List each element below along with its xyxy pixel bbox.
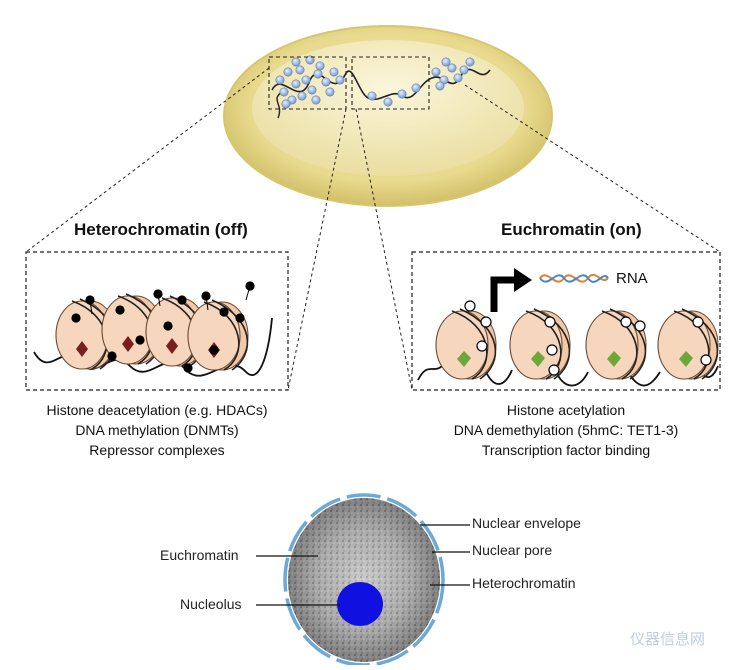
methyl-group [177,295,187,305]
nucleosome-bead [465,57,475,67]
methyl-group [163,321,173,331]
nucleosome [187,299,249,371]
label-nuclear-envelope: Nuclear envelope [472,515,581,531]
euchromatin-panel [411,251,721,391]
watermark: 仪器信息网 [630,631,706,648]
nucleosome-bead [435,81,445,91]
transcription-arrow [490,276,516,312]
nucleosome [145,295,207,367]
acetyl-group [476,340,488,352]
nucleosome-bead [325,87,335,97]
label-nucleolus: Nucleolus [180,596,242,612]
euchromatin-item: Transcription factor binding [481,442,651,458]
projection-lines [25,67,721,391]
label-heterochromatin: Heterochromatin [472,575,576,591]
heterochromatin-item: Histone deacetylation (e.g. HDACs) [46,402,268,418]
methylation-mark [166,338,178,354]
methyl-group [219,307,229,317]
nucleosome-bead [291,57,301,67]
nucleosome [509,308,571,380]
acetyl-group [548,364,560,376]
acetyl-group [692,316,704,328]
nucleosome-bead [383,97,393,107]
nucleosome-bead [411,83,421,93]
nucleosome [435,308,497,380]
transcription-arrowhead [514,268,532,292]
euchromatin-title: Euchromatin (on) [501,220,642,239]
nucleosome-bead [279,87,289,97]
methyl-group [135,335,145,345]
nucleosome [657,308,719,380]
nucleosome-bead [315,61,325,71]
acetyl-group [544,316,556,328]
methylation-mark [76,341,88,357]
nucleosome-bead [297,91,307,101]
nucleosome-bead [295,65,305,75]
acetylation-mark [679,351,693,367]
heterochromatin-panel [25,251,289,391]
acetyl-group [620,316,632,328]
methyl-group [115,305,125,315]
methyl-group [183,363,193,373]
acetyl-group [700,354,712,366]
nucleosome-bead [283,67,293,77]
chromatin-fiber [271,55,491,119]
rna-label: RNA [616,270,648,287]
nucleosome-bead [321,77,331,87]
acetyl-group [464,300,476,312]
nucleosome-bead [441,57,451,67]
nucleosome-bead [311,95,321,105]
acetylation-mark [607,351,621,367]
acetyl-group [546,344,558,356]
nucleosome-bead [335,75,345,85]
nucleosome-bead [447,63,457,73]
nucleosome-bead [313,69,323,79]
acetyl-group [480,316,492,328]
nucleosome-bead [453,73,463,83]
heterochromatin-item: DNA methylation (DNMTs) [75,422,239,438]
methyl-group [209,345,219,355]
nucleosome-bead [329,67,339,77]
acetylation-mark [457,351,471,367]
euchromatin-item: Histone acetylation [506,402,626,418]
nucleus-illustration [256,493,470,667]
heterochromatin-title: Heterochromatin (off) [74,220,248,239]
nucleosome-bead [459,65,469,75]
methyl-group [235,313,245,323]
nucleosome [585,308,647,380]
nucleosome-bead [281,99,291,109]
euchromatin-item: DNA demethylation (5hmC: TET1-3) [453,422,679,438]
methyl-group [107,351,117,361]
nucleosome-bead [397,89,407,99]
heterochromatin-list: Histone deacetylation (e.g. HDACs) DNA m… [26,400,288,460]
methylation-mark [122,336,134,352]
nucleosome-bead [291,79,301,89]
zoom-box-euchromatin [351,56,430,110]
nucleosome-bead [307,85,317,95]
heterochromatin-item: Repressor complexes [89,442,225,458]
label-euchromatin: Euchromatin [160,547,239,563]
acetyl-group [634,320,646,332]
nucleosome-bead [275,75,285,85]
nucleus-leader-lines [256,524,470,606]
euchromatin-list: Histone acetylation DNA demethylation (5… [412,400,720,460]
methyl-group [71,313,81,323]
nucleosome-bead [367,91,377,101]
nucleosome-bead [431,67,441,77]
acetylation-mark [531,351,545,367]
nucleosome-bead [305,55,315,65]
label-nuclear-pore: Nuclear pore [472,542,553,558]
cell-illustration [223,25,553,207]
zoom-box-heterochromatin [268,56,347,110]
nucleosome-bead [301,75,311,85]
rna-helix [539,273,609,283]
nucleolus [337,582,383,626]
